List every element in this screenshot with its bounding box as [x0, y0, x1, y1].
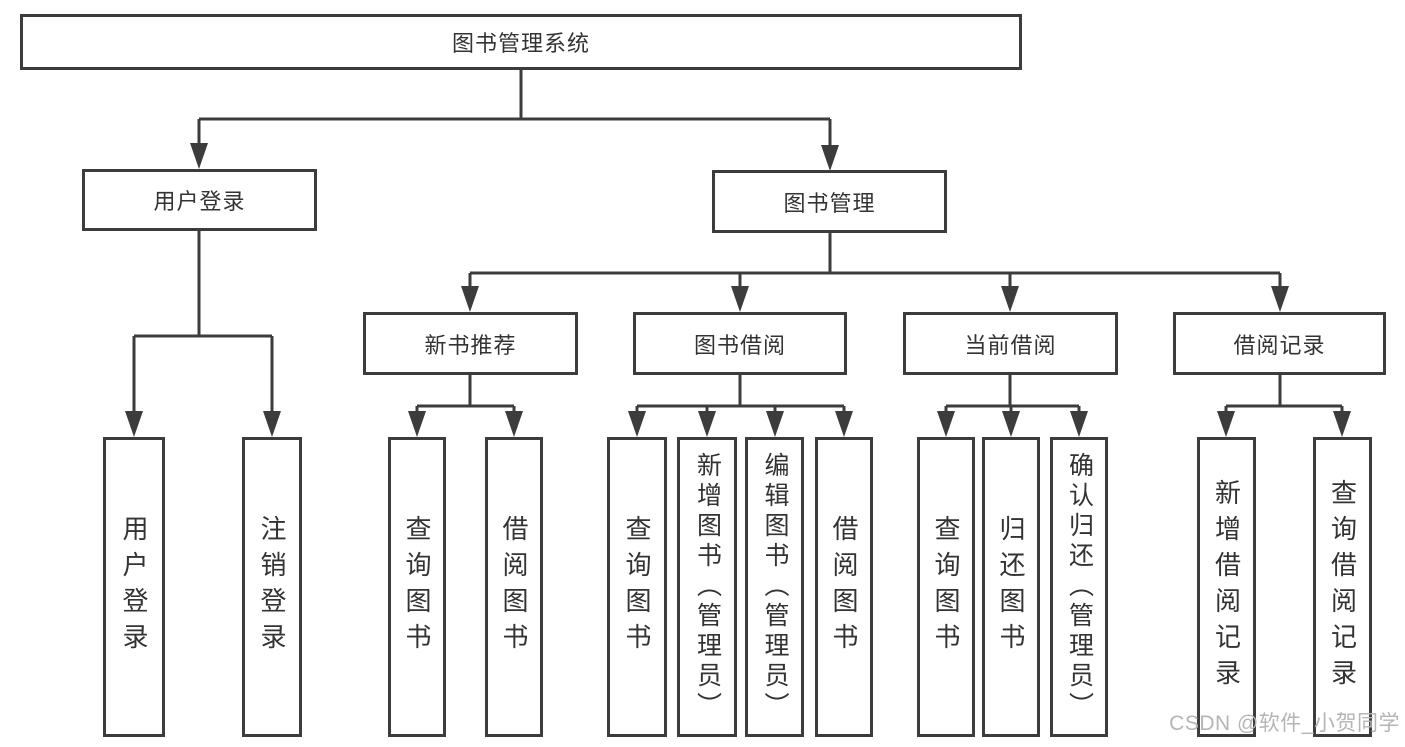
leaf-user-login: 用户登录 — [103, 437, 165, 737]
leaf-bb-edit-books-admin-label: 编辑图书（管理员） — [761, 452, 789, 722]
leaf-br-query-record-label: 查询借阅记录 — [1327, 479, 1358, 695]
leaf-bb-edit-books-admin: 编辑图书（管理员） — [745, 437, 804, 737]
leaf-cb-confirm-return-admin: 确认归还（管理员） — [1050, 437, 1108, 737]
leaf-cb-return-books-label: 归还图书 — [996, 515, 1026, 659]
leaf-cb-query-books-label: 查询图书 — [931, 515, 961, 659]
leaf-br-query-record: 查询借阅记录 — [1313, 437, 1372, 737]
leaf-cb-confirm-return-admin-label: 确认归还（管理员） — [1065, 452, 1094, 722]
node-user-login-branch: 用户登录 — [82, 169, 317, 231]
node-current-borrowing: 当前借阅 — [903, 312, 1118, 375]
node-borrow-records: 借阅记录 — [1173, 312, 1386, 375]
leaf-bb-add-books-admin: 新增图书（管理员） — [677, 437, 737, 737]
watermark-text: CSDN @软件_小贺同学 — [1169, 712, 1400, 735]
leaf-bb-borrow-books: 借阅图书 — [815, 437, 873, 737]
arrowheads — [125, 143, 1351, 437]
leaf-bb-query-books-label: 查询图书 — [622, 515, 652, 659]
leaf-nb-borrow-books-label: 借阅图书 — [499, 515, 529, 659]
leaf-bb-query-books: 查询图书 — [607, 437, 667, 737]
leaf-nb-borrow-books: 借阅图书 — [485, 437, 543, 737]
leaf-bb-borrow-books-label: 借阅图书 — [829, 515, 859, 659]
node-new-book-recommend: 新书推荐 — [363, 312, 578, 375]
leaf-logout: 注销登录 — [242, 437, 302, 737]
node-book-management: 图书管理 — [712, 170, 947, 233]
node-book-borrowing: 图书借阅 — [633, 312, 847, 375]
leaf-br-add-record-label: 新增借阅记录 — [1211, 479, 1242, 695]
leaf-nb-query-books-label: 查询图书 — [402, 515, 432, 659]
leaf-bb-add-books-admin-label: 新增图书（管理员） — [693, 452, 722, 722]
leaf-br-add-record: 新增借阅记录 — [1197, 437, 1256, 737]
leaf-user-login-label: 用户登录 — [119, 515, 149, 659]
leaf-logout-label: 注销登录 — [257, 515, 287, 659]
leaf-nb-query-books: 查询图书 — [388, 437, 446, 737]
leaf-cb-query-books: 查询图书 — [917, 437, 975, 737]
leaf-cb-return-books: 归还图书 — [982, 437, 1040, 737]
node-library-system: 图书管理系统 — [20, 14, 1022, 70]
